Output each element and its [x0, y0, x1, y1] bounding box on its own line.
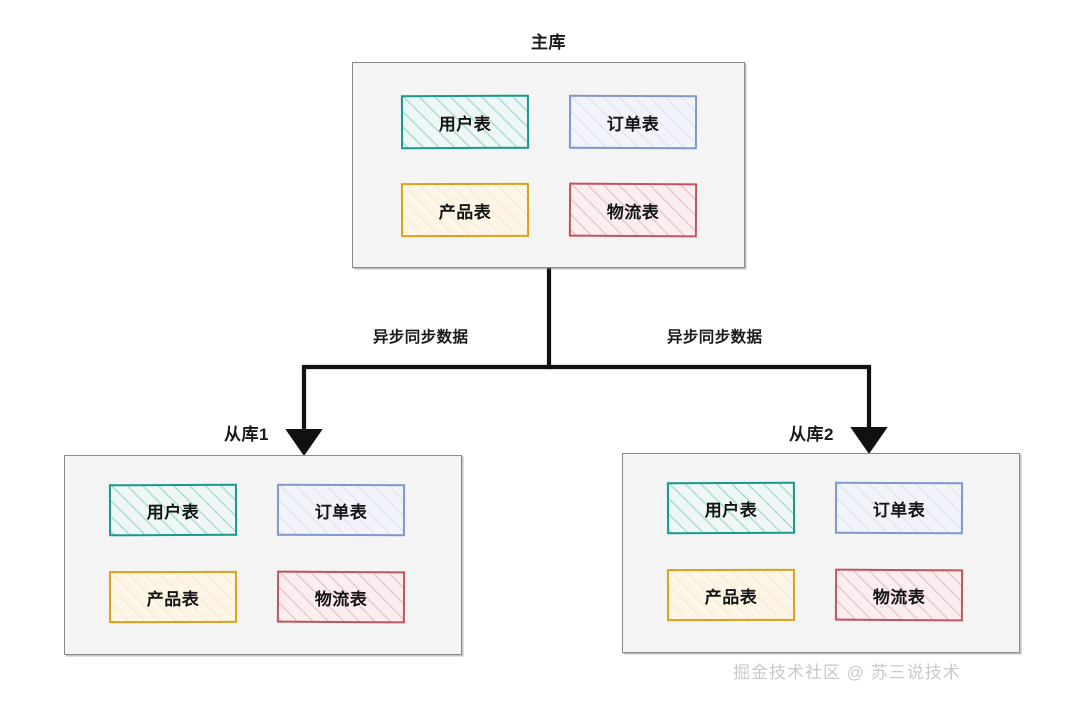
slave-1-table-logistics[interactable]: 物流表: [276, 570, 406, 624]
slave-1-table-product[interactable]: 产品表: [108, 570, 238, 624]
slave-1-table-logistics-label: 物流表: [314, 589, 368, 609]
slave-1-title: 从库1: [224, 425, 269, 444]
hatch-pattern-blue: [568, 94, 698, 150]
slave-1-db-box: 用户表 订单表 产品表 物流表: [64, 455, 462, 655]
hatch-pattern-orange: [400, 182, 530, 238]
slave-2-table-product[interactable]: 产品表: [666, 568, 796, 622]
master-db-title: 主库: [531, 33, 566, 52]
master-table-user-label: 用户表: [438, 114, 492, 134]
slave-2-table-order-label: 订单表: [872, 500, 926, 520]
slave-2-title: 从库2: [789, 425, 834, 444]
hatch-pattern-teal: [108, 483, 238, 537]
master-table-product[interactable]: 产品表: [400, 182, 530, 238]
slave-2-table-logistics[interactable]: 物流表: [834, 568, 964, 622]
slave-2-table-user[interactable]: 用户表: [666, 481, 796, 535]
hatch-pattern-blue: [834, 481, 964, 535]
master-table-logistics-label: 物流表: [606, 202, 660, 222]
hatch-pattern-red: [276, 570, 406, 624]
master-table-user[interactable]: 用户表: [400, 94, 530, 150]
edge-label-slave-2: 异步同步数据: [667, 329, 763, 346]
watermark: 掘金技术社区 @ 苏三说技术: [733, 663, 961, 682]
slave-2-table-product-label: 产品表: [704, 587, 758, 607]
hatch-pattern-teal: [666, 481, 796, 535]
edge-label-slave-1: 异步同步数据: [373, 329, 469, 346]
slave-2-table-order[interactable]: 订单表: [834, 481, 964, 535]
master-table-logistics[interactable]: 物流表: [568, 182, 698, 238]
hatch-pattern-orange: [108, 570, 238, 624]
slave-2-db-box: 用户表 订单表 产品表 物流表: [622, 453, 1020, 653]
slave-1-table-product-label: 产品表: [146, 589, 200, 609]
hatch-pattern-orange: [666, 568, 796, 622]
master-table-order-label: 订单表: [606, 114, 660, 134]
hatch-pattern-blue: [276, 483, 406, 537]
slave-2-table-user-label: 用户表: [704, 500, 758, 520]
slave-1-table-order[interactable]: 订单表: [276, 483, 406, 537]
slave-1-table-order-label: 订单表: [314, 502, 368, 522]
master-table-product-label: 产品表: [438, 202, 492, 222]
hatch-pattern-red: [834, 568, 964, 622]
hatch-pattern-red: [568, 182, 698, 238]
master-table-order[interactable]: 订单表: [568, 94, 698, 150]
slave-1-table-user[interactable]: 用户表: [108, 483, 238, 537]
hatch-pattern-teal: [400, 94, 530, 150]
slave-1-table-user-label: 用户表: [146, 502, 200, 522]
slave-2-table-logistics-label: 物流表: [872, 587, 926, 607]
master-db-box: 用户表 订单表 产品表 物流表: [352, 62, 745, 268]
